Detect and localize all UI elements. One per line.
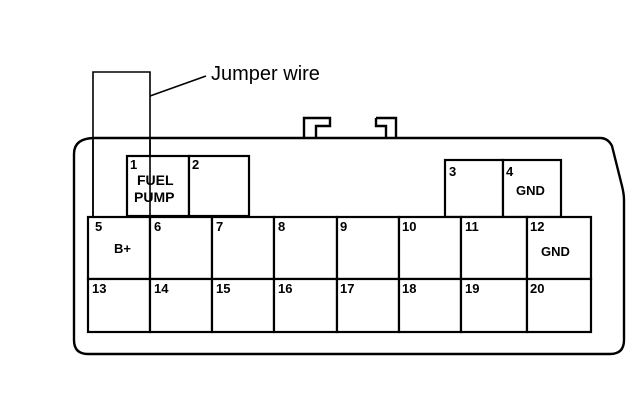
jumper-wire-label: Jumper wire bbox=[211, 63, 320, 85]
jumper-wire-leader bbox=[149, 75, 207, 97]
terminal-6 bbox=[148, 215, 214, 281]
terminal-20 bbox=[525, 277, 593, 334]
terminal-5-number: 5 bbox=[95, 219, 102, 234]
terminal-18-number: 18 bbox=[402, 281, 416, 296]
terminal-4-label: GND bbox=[516, 183, 545, 198]
terminal-19-number: 19 bbox=[465, 281, 479, 296]
terminal-4-number: 4 bbox=[506, 164, 514, 179]
terminal-7 bbox=[210, 215, 276, 281]
terminal-20-number: 20 bbox=[530, 281, 544, 296]
terminal-9-number: 9 bbox=[340, 219, 347, 234]
terminal-4 bbox=[501, 158, 563, 219]
terminal-15 bbox=[210, 277, 276, 334]
terminal-17 bbox=[335, 277, 401, 334]
terminal-1-label-line2: PUMP bbox=[134, 189, 174, 205]
terminal-15-number: 15 bbox=[216, 281, 230, 296]
lock-tab-left bbox=[302, 116, 332, 138]
terminal-5-label: B+ bbox=[114, 241, 131, 256]
terminal-2-number: 2 bbox=[192, 157, 199, 172]
terminal-16 bbox=[272, 277, 339, 334]
terminal-12-label: GND bbox=[541, 244, 570, 259]
lock-tab-right bbox=[374, 116, 398, 138]
terminal-7-number: 7 bbox=[216, 219, 223, 234]
terminal-8-number: 8 bbox=[278, 219, 285, 234]
terminal-10-number: 10 bbox=[402, 219, 416, 234]
terminal-3 bbox=[443, 158, 505, 219]
terminal-11-number: 11 bbox=[465, 219, 479, 234]
connector-housing bbox=[72, 136, 626, 356]
terminal-1-label-line1: FUEL bbox=[137, 172, 174, 188]
terminal-6-number: 6 bbox=[154, 219, 161, 234]
terminal-1-number: 1 bbox=[130, 157, 137, 172]
terminal-13-number: 13 bbox=[92, 281, 106, 296]
terminal-12-number: 12 bbox=[530, 219, 544, 234]
terminal-14-number: 14 bbox=[154, 281, 169, 296]
terminal-17-number: 17 bbox=[340, 281, 354, 296]
terminal-3-number: 3 bbox=[449, 164, 456, 179]
terminal-14 bbox=[148, 277, 214, 334]
terminal-16-number: 16 bbox=[278, 281, 292, 296]
terminal-2 bbox=[187, 154, 251, 218]
